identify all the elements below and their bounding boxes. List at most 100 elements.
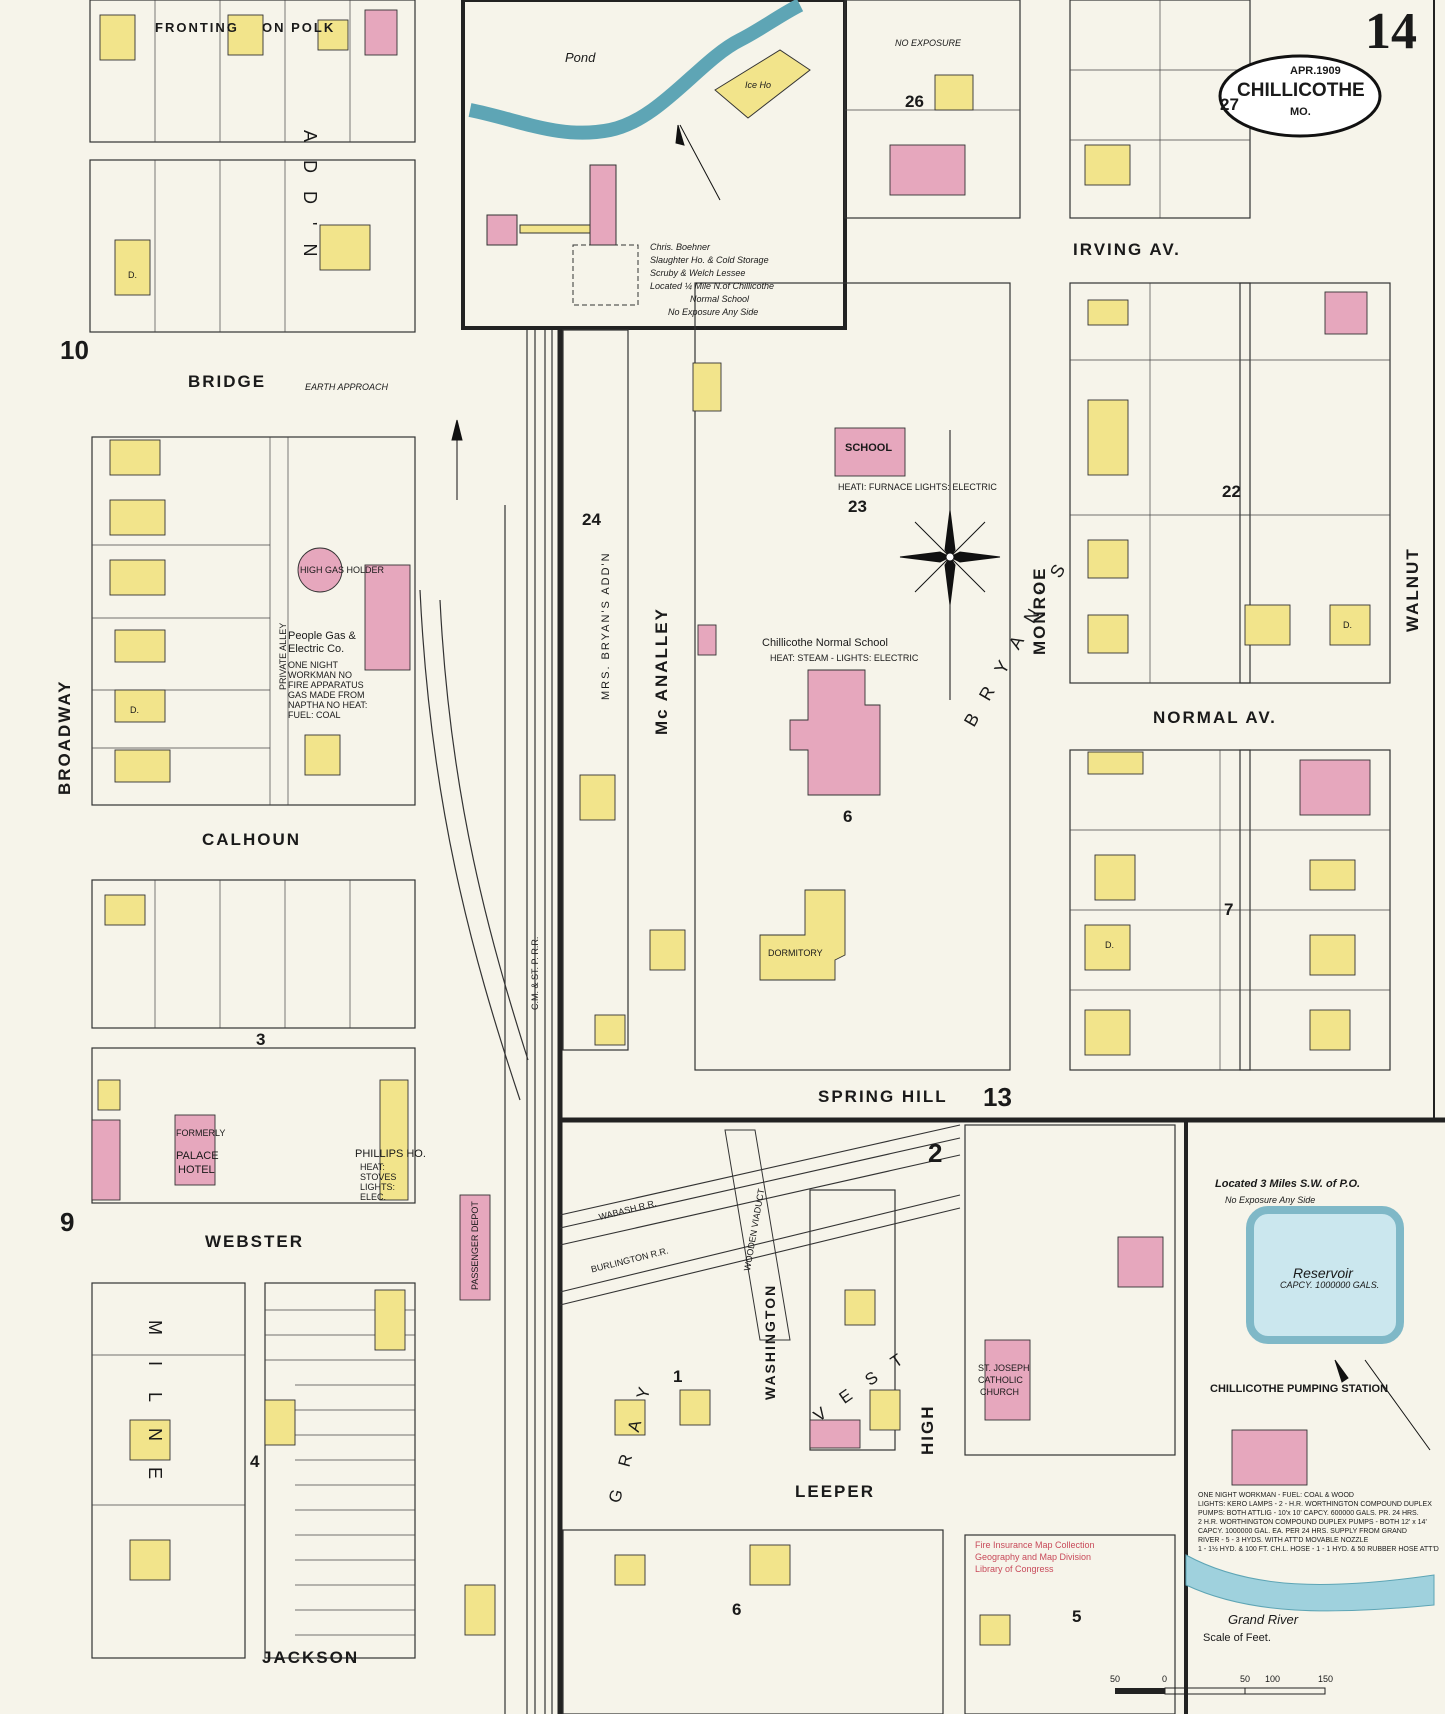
pumping-note-5: CAPCY. 1000000 GAL. EA. PER 24 HRS. SUPP… [1198,1528,1407,1535]
street-washington: WASHINGTON [762,1283,778,1400]
palace-line-1: FORMERLY [176,1128,226,1138]
palace-line-3: HOTEL [178,1164,215,1176]
reservoir-location: Located 3 Miles S.W. of P.O. [1215,1178,1361,1190]
credit-line-2: Geography and Map Division [975,1552,1092,1562]
scale-bar [1115,1687,1326,1695]
sheet-date: APR.1909 [1290,65,1341,77]
slaughter-line-2: Slaughter Ho. & Cold Storage [650,255,769,265]
slaughter-house [589,164,617,246]
no-exposure-label: NO EXPOSURE [895,38,962,48]
church-line-3: CHURCH [980,1387,1019,1397]
gas-holder-label: HIGH GAS HOLDER [300,565,385,575]
block-4: 4 [250,1452,260,1471]
block-1: 1 [673,1367,683,1386]
pond-shore [468,0,804,140]
frame-dwellings [97,14,1371,1646]
block-5: 5 [1072,1607,1082,1626]
wooden-viaduct [724,1129,791,1341]
street-broadway: BROADWAY [55,679,74,796]
block-26: 26 [905,92,924,111]
pumping-note-3: PUMPS: BOTH ATTLIG - 10'x 10' CAPCY. 600… [1198,1510,1419,1517]
church-line-2: CATHOLIC [978,1375,1023,1385]
pumping-note-4: 2 H.R. WORTHINGTON COMPOUND DUPLEX PUMPS… [1198,1519,1427,1526]
palace-line-2: PALACE [176,1150,219,1162]
street-irving: IRVING AV. [1073,240,1181,259]
block-24: 24 [582,510,601,529]
scale-tick-5: 150 [1318,1674,1334,1684]
pumping-note-1: ONE NIGHT WORKMAN - FUEL: COAL & WOOD [1198,1492,1354,1499]
phillips-label: PHILLIPS HO. [355,1148,426,1160]
dormitory [759,889,846,981]
gas-co-line-2: Electric Co. [288,643,345,655]
addition-adds: ADD'N [300,130,320,275]
grand-river [1185,1554,1435,1612]
street-walnut: WALNUT [1403,547,1422,632]
pumping-note-7: 1 - 1½ HYD. & 100 FT. CH.L. HOSE - 1 - 1… [1198,1546,1439,1553]
normal-school-note: HEAT: STEAM - LIGHTS: ELECTRIC [770,653,919,663]
addition-milne: MILNE [145,1320,165,1506]
title-oval [1218,54,1382,138]
slaughter-line-4: Located ¼ Mile N.of Chillicothe [650,281,775,291]
street-mcanalley: Mc ANALLEY [652,607,671,735]
street-high: HIGH [918,1404,937,1456]
church-line-1: ST. JOSEPH [978,1363,1030,1373]
block-9: 9 [60,1207,75,1237]
block-6b: 6 [732,1600,742,1619]
school-note: HEATI: FURNACE LIGHTS: ELECTRIC [838,482,997,492]
reservoir [1246,1206,1404,1344]
scale-tick-4: 100 [1265,1674,1281,1684]
brick-buildings [91,9,1371,1486]
pumping-label: CHILLICOTHE PUMPING STATION [1210,1383,1389,1395]
reservoir-capacity: CAPCY. 1000000 GALS. [1280,1280,1380,1290]
passenger-depot [459,1194,491,1301]
railroad-tracks [419,330,553,1714]
credit-line-3: Library of Congress [975,1564,1054,1574]
slaughter-line-5: Normal School [690,294,750,304]
block-23: 23 [848,497,867,516]
street-calhoun: CALHOUN [202,830,301,849]
block-13: 13 [983,1082,1012,1112]
street-fronting: FRONTING [155,20,239,35]
street-webster: WEBSTER [205,1232,304,1251]
phillips-note: HEAT: STOVES LIGHTS: ELEC. [360,1162,397,1202]
dwelling-marker: D. [128,270,137,280]
dwelling-marker: D. [1105,940,1114,950]
compass-rose [899,430,1001,700]
gas-co-line-1: People Gas & [288,630,356,642]
reservoir-exposure: No Exposure Any Side [1225,1195,1316,1205]
block-27: 27 [1220,95,1239,114]
scale-label: Scale of Feet. [1203,1632,1271,1644]
street-leeper: LEEPER [795,1482,876,1501]
block-10: 10 [60,335,89,365]
sheet-state: MO. [1290,106,1311,118]
depot-label: PASSENGER DEPOT [470,1201,480,1290]
block-22: 22 [1222,482,1241,501]
street-jackson: JACKSON [262,1648,360,1667]
lot-lines [92,0,1390,1636]
street-bridge: BRIDGE [188,372,267,391]
earth-approach-label: EARTH APPROACH [305,382,389,392]
block-7: 7 [1224,900,1234,919]
street-spring-hill: SPRING HILL [818,1087,948,1106]
private-alley-label: PRIVATE ALLEY [278,622,288,690]
block-6: 6 [843,807,853,826]
slaughter-line-1: Chris. Boehner [650,242,711,252]
street-normal: NORMAL AV. [1153,708,1277,727]
slaughter-line-6: No Exposure Any Side [668,307,759,317]
cmsp-label: C.M. & ST. P. R.R. [530,936,540,1010]
street-on-polk: ON POLK [262,20,336,35]
school-label: SCHOOL [845,442,893,454]
pumping-note-2: LIGHTS: KERO LAMPS - 2 - H.R. WORTHINGTO… [1198,1501,1432,1508]
ice-house [714,49,811,119]
credit-line-1: Fire Insurance Map Collection [975,1540,1095,1550]
scale-tick-1: 50 [1110,1674,1121,1684]
reservoir-label: Reservoir [1293,1265,1353,1281]
addition-mrs-bryans: MRS. BRYAN'S ADD'N [600,551,612,700]
gas-note: ONE NIGHT WORKMAN NO FIRE APPARATUS GAS … [288,660,368,720]
scale-tick-2: 0 [1162,1674,1168,1684]
dwelling-marker: D. [130,705,139,715]
scale-tick-3: 50 [1240,1674,1251,1684]
block-2: 2 [928,1138,943,1168]
